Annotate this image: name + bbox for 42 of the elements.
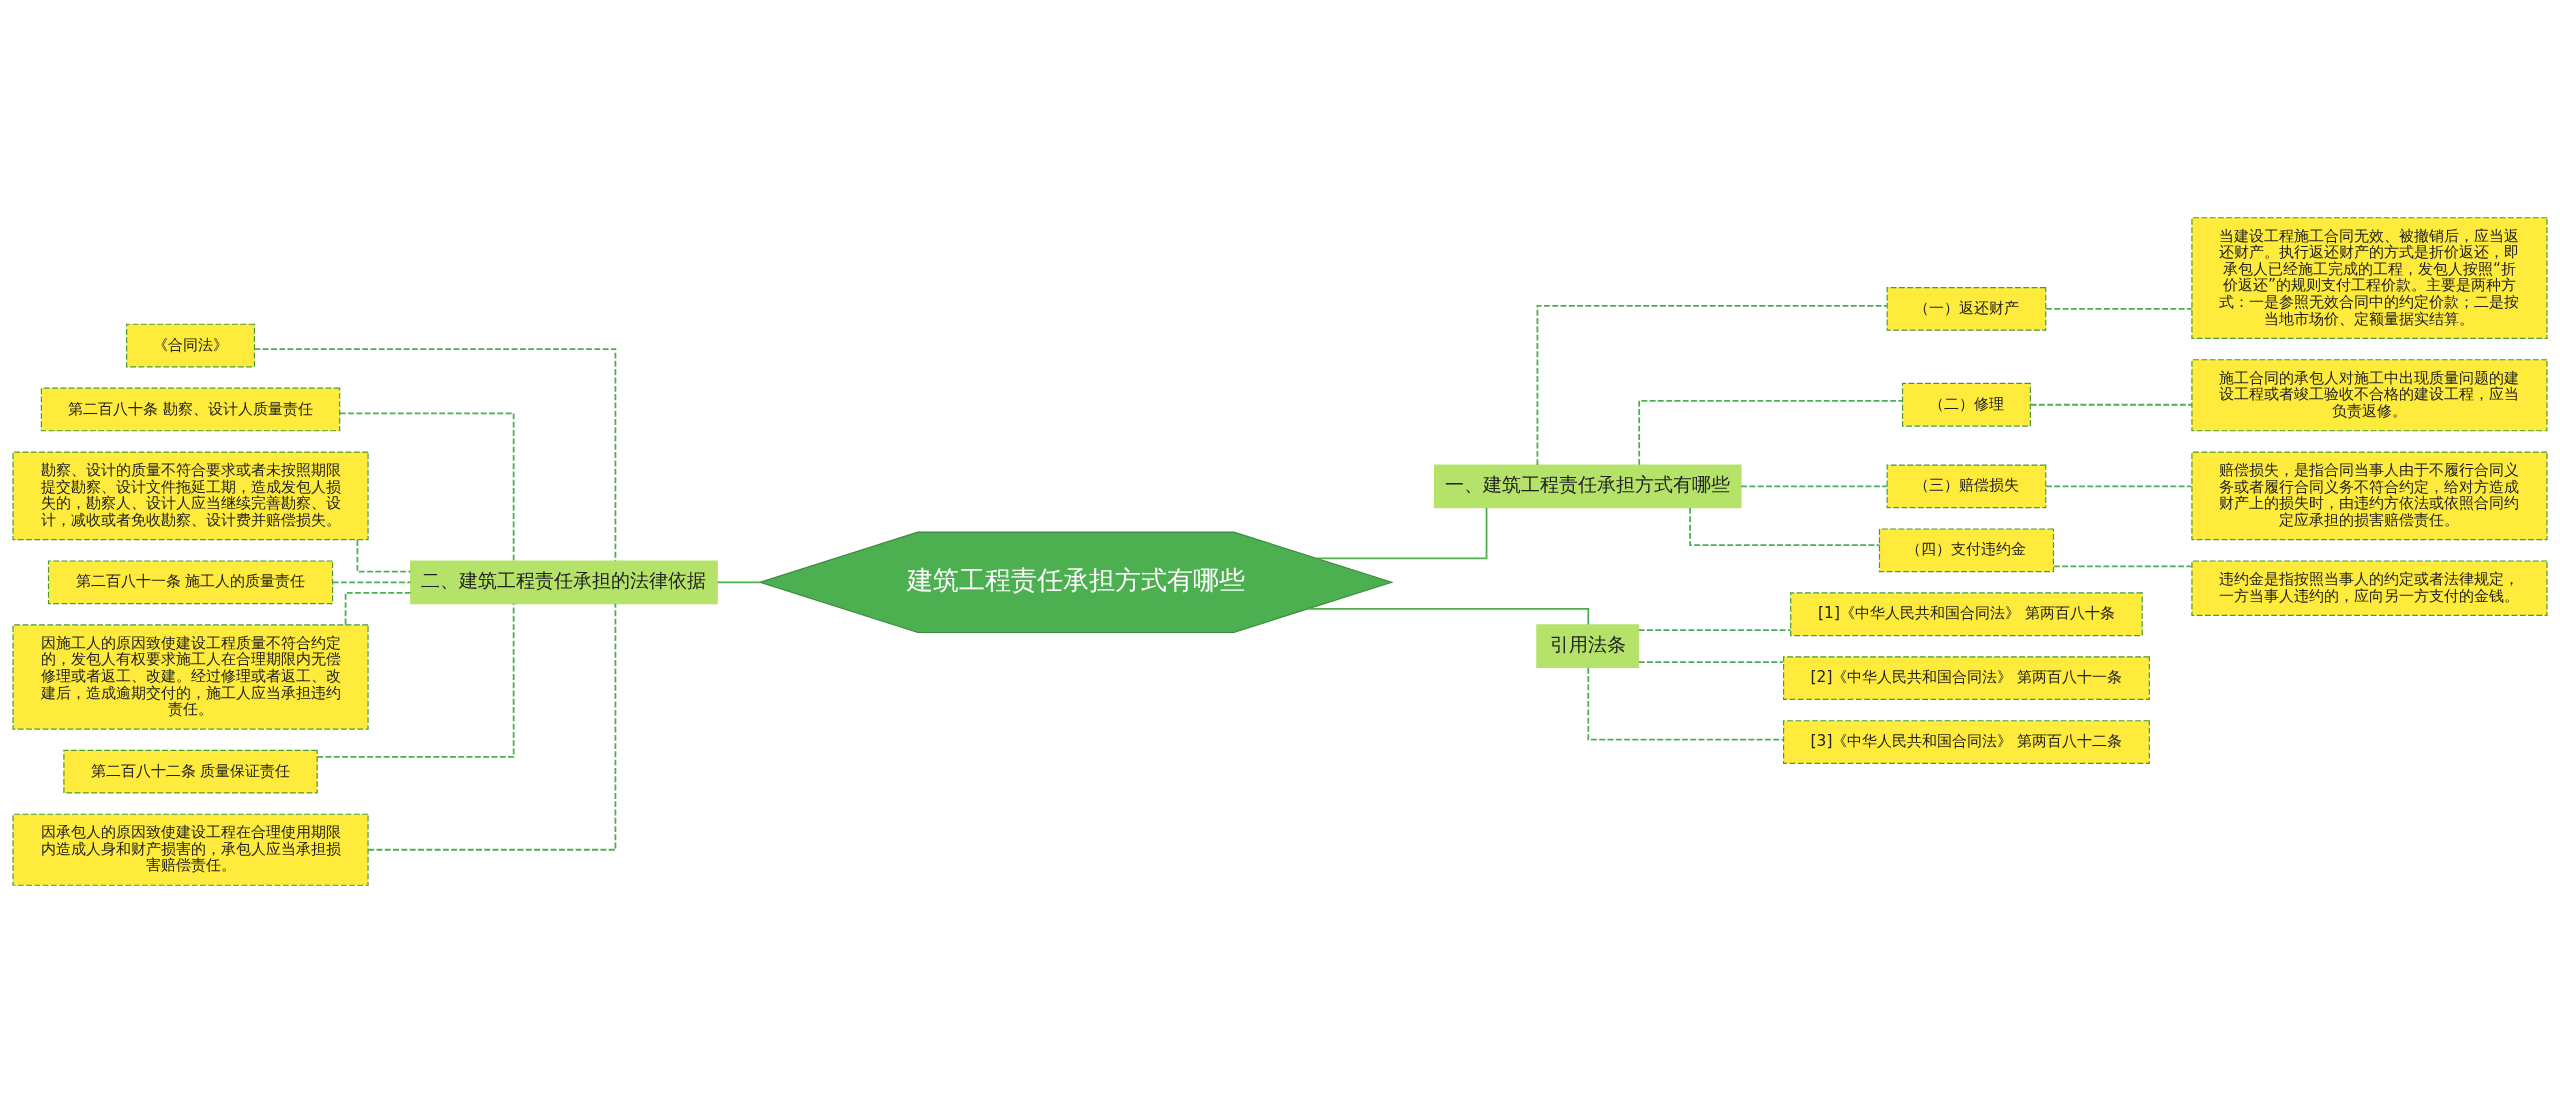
node-box: 第二百八十一条 施工人的质量责任 (47, 559, 334, 604)
node-box: （二）修理 (1901, 382, 2031, 427)
node-box: [1]《中华人民共和国合同法》 第两百八十条 (1790, 591, 2143, 636)
connector (331, 580, 412, 583)
connector (1689, 506, 1881, 546)
node-box: 第二百八十条 勘察、设计人质量责任 (40, 387, 341, 431)
connector (1637, 628, 1792, 631)
connector (1307, 607, 1590, 625)
node-box: 第二百八十二条 质量保证责任 (63, 749, 318, 794)
node-box: 施工合同的承包人对施工中出现质量问题的建设工程或者竣工验收不合格的建设工程，应当负责返修。 (2191, 358, 2548, 431)
node-box: 因施工人的原因致使建设工程质量不符合约定的，发包人有权要求施工人在合理期限内无偿修理或者返工、改建。经过修理或者返工、改建后，造成逾期交付的，施工人应当承担违约责任。 (12, 623, 369, 730)
node-box: 引用法条 (1536, 623, 1640, 668)
connector (1638, 399, 1904, 466)
connector (2045, 307, 2193, 310)
connector (344, 591, 412, 626)
node-box: 当建设工程施工合同无效、被撤销后，应当返还财产。执行返还财产的方式是折价返还，即承包人已经施工完成的工程，发包人按照“折价返还”的规则支付工程价款。主要是两种方式：一是参照无效合同中的约定价款；二是按当地市场价、定额量据实结算。 (2191, 216, 2548, 339)
node-box: 赔偿损失，是指合同当事人由于不履行合同义务或者履行合同义务不符合约定，给对方造成财产上的损失时，由违约方依法或依照合同约定应承担的损害赔偿责任。 (2191, 451, 2548, 540)
node-box: 二、建筑工程责任承担的法律依据 (410, 559, 718, 604)
connector (2053, 564, 2193, 567)
connector (316, 602, 515, 758)
node-box: （一）返还财产 (1886, 286, 2047, 331)
connector (2045, 485, 2193, 487)
node-box: 一、建筑工程责任承担方式有哪些 (1433, 464, 1742, 508)
connector (367, 602, 617, 851)
node-box: （三）赔偿损失 (1886, 464, 2047, 508)
node-box: （四）支付违约金 (1878, 527, 2055, 572)
node-box: [2]《中华人民共和国合同法》 第两百八十一条 (1783, 655, 2150, 700)
connector (356, 538, 412, 572)
connector (1536, 304, 1888, 466)
node-box: [3]《中华人民共和国合同法》 第两百八十二条 (1783, 719, 2150, 764)
node-box: 勘察、设计的质量不符合要求或者未按照期限提交勘察、设计文件拖延工期，造成发包人损失的，勘察人、设计人应当继续完善勘察、设计，减收或者免收勘察、设计费并赔偿损失。 (12, 451, 369, 540)
connector (1315, 506, 1488, 559)
node-box: 违约金是指按照当事人的约定或者法律规定，一方当事人违约的，应向另一方支付的金钱。 (2191, 559, 2548, 616)
node-box: 《合同法》 (126, 323, 256, 367)
connector (1587, 666, 1785, 741)
connector (2029, 403, 2193, 406)
connector (1740, 485, 1888, 487)
node-box: 因承包人的原因致使建设工程在合理使用期限内造成人身和财产损害的，承包人应当承担损害赔偿责任。 (12, 813, 369, 886)
connector (253, 347, 617, 562)
connector (338, 412, 515, 562)
connector (1637, 660, 1785, 663)
connector (716, 580, 761, 583)
